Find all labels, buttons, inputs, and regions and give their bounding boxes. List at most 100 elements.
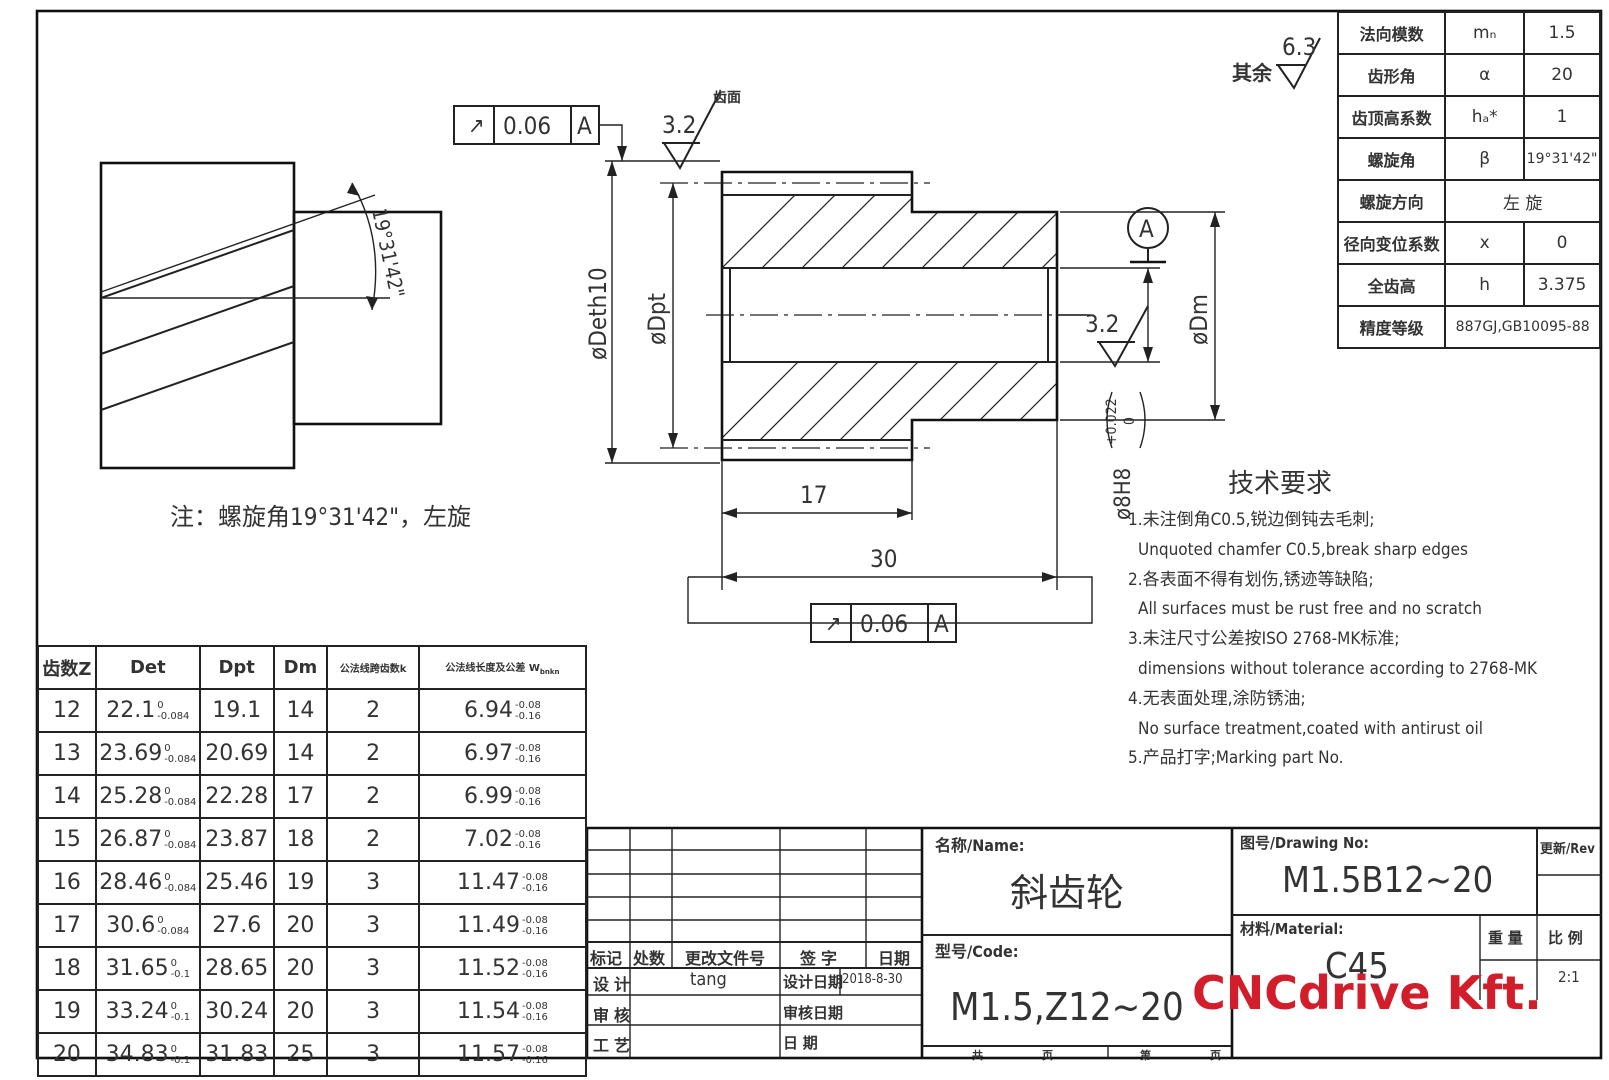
teeth-k: 3 <box>366 956 381 981</box>
roughness-bore-value: 3.2 <box>1085 310 1119 338</box>
tb-weight-label: 重 量 <box>1488 929 1523 947</box>
gear-section-view <box>660 170 1090 462</box>
teeth-w: 11.54 <box>457 999 520 1024</box>
roughness-tooth-value: 3.2 <box>662 111 696 139</box>
tech-req-title: 技术要求 <box>1228 469 1332 499</box>
param-row: 螺旋方向左 旋 <box>1336 179 1601 223</box>
teeth-k: 2 <box>366 784 381 809</box>
gdt-top-datum: A <box>577 112 592 140</box>
tb-designer: tang <box>690 969 727 990</box>
tb-material: C45 <box>1325 946 1389 987</box>
teeth-w: 11.52 <box>457 956 520 981</box>
teeth-w: 6.99 <box>464 784 513 809</box>
teeth-z: 18 <box>52 956 81 981</box>
tb-code-label: 型号/Code: <box>935 942 1019 961</box>
helix-angle-dim: 19°31'42" <box>367 206 409 300</box>
teeth-dm: 20 <box>286 956 315 981</box>
tb-page-label: 页 <box>1042 1049 1053 1062</box>
tech-req-item-3: 3.未注尺寸公差按ISO 2768-MK标准;dimensions withou… <box>1128 629 1538 679</box>
gdt-bottom-datum: A <box>934 610 949 638</box>
drawing-frame <box>35 9 1603 1060</box>
teeth-dpt: 23.87 <box>205 827 269 852</box>
teeth-det: 31.65 <box>105 956 169 981</box>
teeth-dm: 14 <box>286 698 315 723</box>
title-block-grid <box>585 826 1601 1058</box>
tb-scale-label: 比 例 <box>1548 929 1583 947</box>
helix-note: 注：螺旋角19°31'42"，左旋 <box>170 503 471 531</box>
tech-req-item-1: 1.未注倒角C0.5,锐边倒钝去毛刺;Unquoted chamfer C0.5… <box>1128 510 1469 560</box>
tech-req-item-5: 5.产品打字;Marking part No. <box>1128 748 1344 769</box>
tb-sheets-label: 共 <box>972 1049 983 1062</box>
teeth-dm: 25 <box>286 1042 315 1067</box>
teeth-w: 7.02 <box>464 827 513 852</box>
teeth-k: 3 <box>366 1042 381 1067</box>
teeth-w: 11.49 <box>457 913 520 938</box>
teeth-w: 6.94 <box>464 698 513 723</box>
roughness-tooth: 3.2 齿面 <box>662 89 741 170</box>
tb-date-label: 日 期 <box>783 1034 818 1052</box>
tb-drawing-label: 图号/Drawing No: <box>1240 834 1369 852</box>
teeth-z: 16 <box>52 870 81 895</box>
roughness-other-value: 6.3 <box>1282 33 1316 61</box>
teeth-dpt: 31.83 <box>205 1042 269 1067</box>
brand-watermark: CNCdrive Kft. <box>1192 966 1542 1020</box>
teeth-w: 11.47 <box>457 870 520 895</box>
teeth-det: 28.46 <box>99 870 163 895</box>
teeth-dm: 17 <box>286 784 315 809</box>
dim-dpt: øDpt <box>643 293 671 345</box>
teeth-dpt: 20.69 <box>205 741 269 766</box>
tb-change-doc: 更改文件号 <box>685 949 766 968</box>
dim-len30: 30 <box>870 545 897 573</box>
teeth-z: 13 <box>52 741 81 766</box>
teeth-dpt: 30.24 <box>205 999 269 1024</box>
teeth-dpt: 27.6 <box>212 913 262 938</box>
teeth-z: 19 <box>52 999 81 1024</box>
dim-dm: øDm <box>1185 294 1213 345</box>
roughness-other-label: 其余 <box>1232 61 1273 85</box>
roughness-other: 6.3 其余 <box>1232 33 1321 90</box>
teeth-k: 2 <box>366 698 381 723</box>
teeth-w: 6.97 <box>464 741 513 766</box>
tb-date: 日期 <box>878 949 911 968</box>
teeth-dm: 18 <box>286 827 315 852</box>
dimension-lines: øDeth10 øDpt øDm ø8H8 +0.022 0 17 <box>584 160 1225 624</box>
roughness-bore: 3.2 <box>1057 305 1149 368</box>
tech-req-item-4: 4.无表面处理,涂防锈油;No surface treatment,coated… <box>1128 688 1483 739</box>
tech-requirements: 1.未注倒角C0.5,锐边倒钝去毛刺;Unquoted chamfer C0.5… <box>1128 506 1558 774</box>
tb-code: M1.5,Z12~20 <box>950 985 1184 1029</box>
teeth-det: 33.24 <box>105 999 169 1024</box>
teeth-k: 2 <box>366 741 381 766</box>
tb-check-date-label: 审核日期 <box>783 1004 844 1022</box>
tb-part-name: 斜齿轮 <box>1010 871 1125 915</box>
tb-material-label: 材料/Material: <box>1240 920 1344 938</box>
datum-a-marker: A <box>1127 207 1169 264</box>
tb-design-label: 设 计 <box>593 975 631 994</box>
tb-design-date: 2018-8-30 <box>842 972 903 987</box>
tb-signature: 签 字 <box>800 949 838 968</box>
dim-len17: 17 <box>800 481 827 509</box>
tb-name-label: 名称/Name: <box>935 836 1025 855</box>
teeth-dpt: 22.28 <box>205 784 269 809</box>
teeth-dpt: 19.1 <box>212 698 262 723</box>
gear-side-view: 19°31'42" <box>99 161 443 470</box>
dim-bore: ø8H8 <box>1111 468 1136 520</box>
teeth-z: 14 <box>52 784 81 809</box>
teeth-dm: 19 <box>286 870 315 895</box>
teeth-w: 11.57 <box>457 1042 520 1067</box>
teeth-z: 15 <box>52 827 81 852</box>
teeth-det: 23.69 <box>99 741 163 766</box>
